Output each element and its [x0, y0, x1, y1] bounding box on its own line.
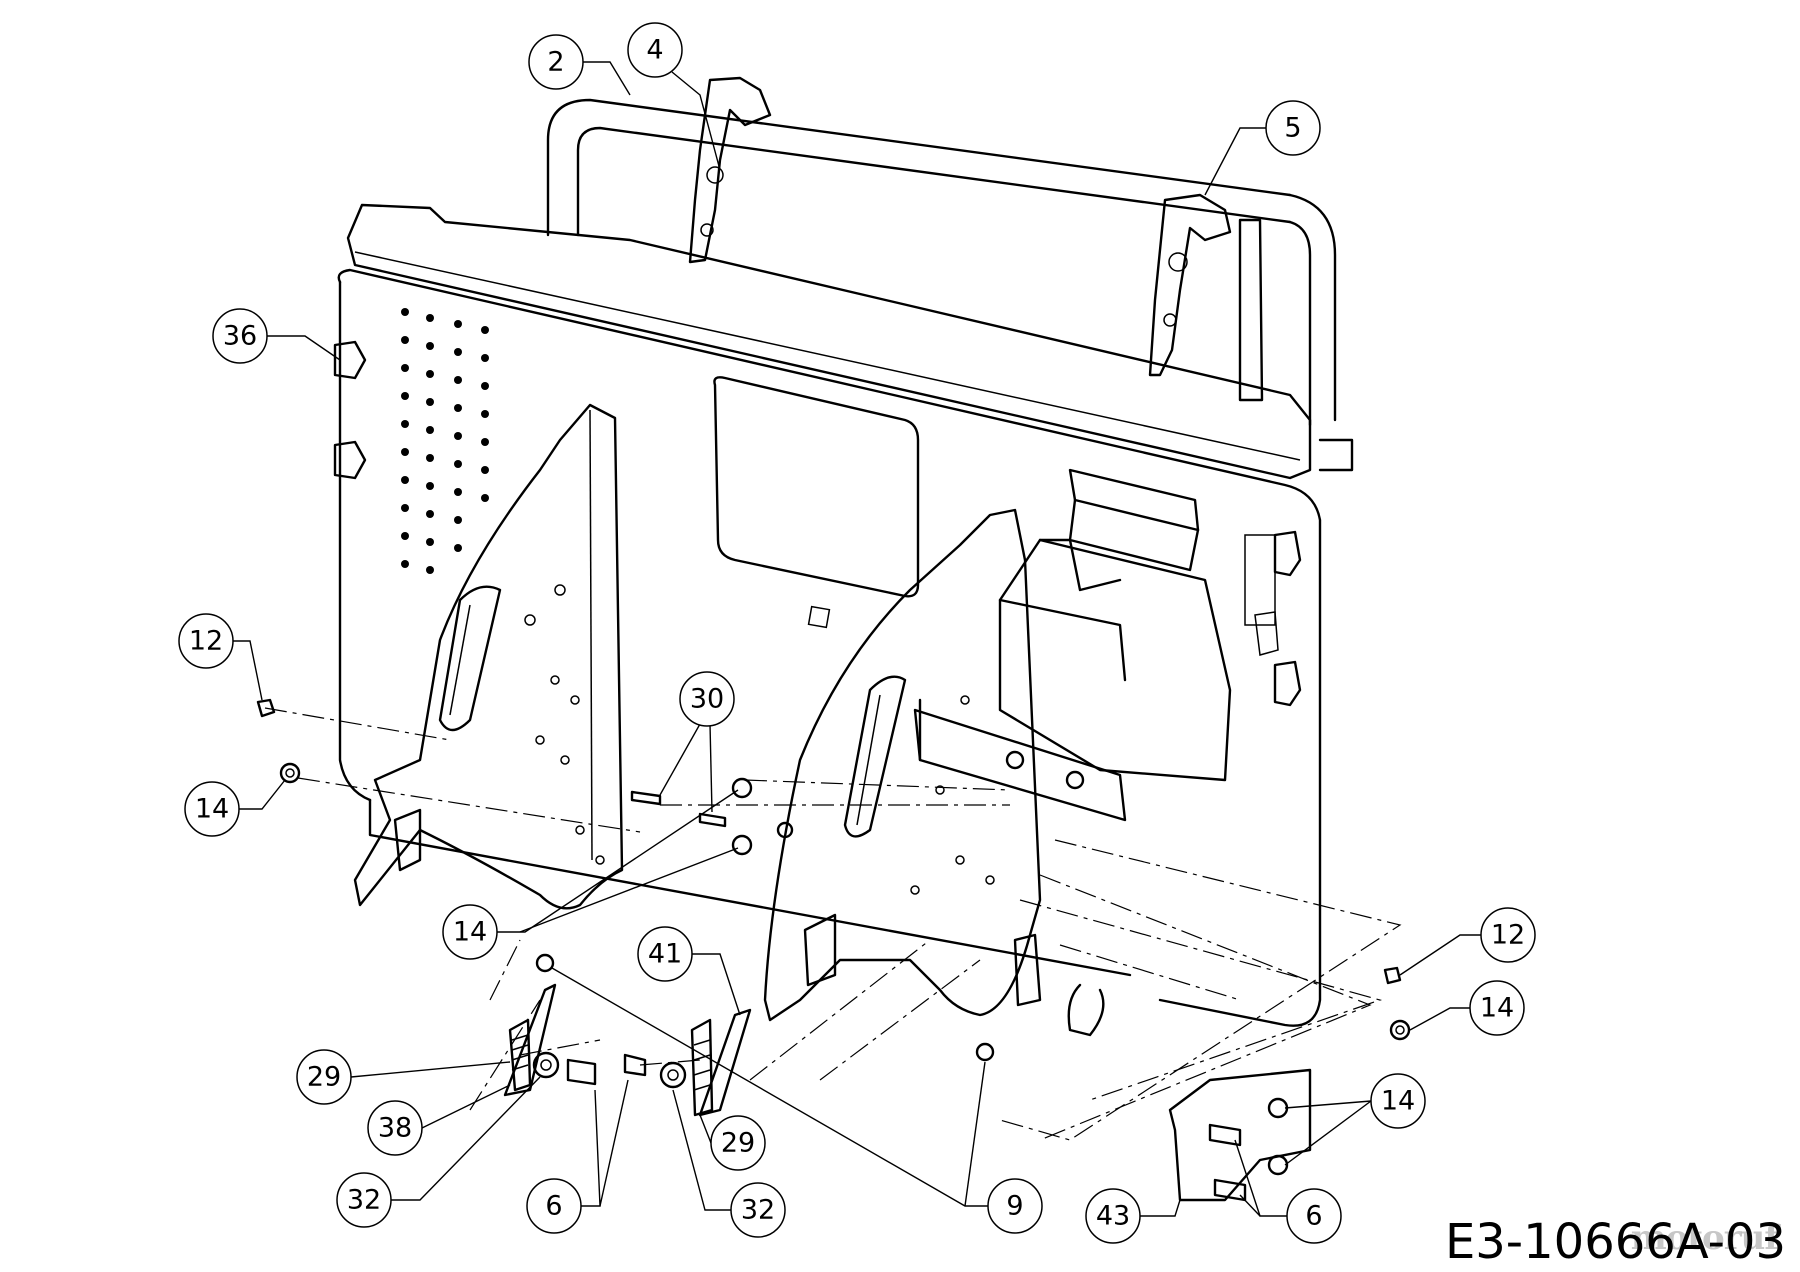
callout-label: 9	[1006, 1191, 1023, 1222]
callout-label: 14	[1480, 993, 1514, 1024]
callout-label: 14	[195, 794, 229, 825]
callout-circle	[1265, 100, 1321, 156]
callout-c-5: 5	[1265, 100, 1321, 156]
perforation-holes	[401, 308, 489, 574]
callout-label: 30	[690, 684, 724, 715]
callout-label: 6	[545, 1191, 562, 1222]
callout-circle	[730, 1182, 786, 1238]
callout-c-6-left: 6	[526, 1178, 582, 1234]
callout-c-32-right: 32	[730, 1182, 786, 1238]
callout-circle	[1370, 1073, 1426, 1129]
callout-c-29-right: 29	[710, 1115, 766, 1171]
callout-c-41: 41	[637, 926, 693, 982]
callout-c-2: 2	[528, 34, 584, 90]
callout-circle	[178, 613, 234, 669]
callout-c-4: 4	[627, 22, 683, 78]
callout-c-12-right: 12	[1480, 907, 1536, 963]
callout-label: 29	[307, 1062, 341, 1093]
callout-circle	[637, 926, 693, 982]
leader-lines	[233, 61, 1481, 1217]
callout-c-30: 30	[679, 671, 735, 727]
callout-circle	[710, 1115, 766, 1171]
hinge-bracket-right	[1148, 193, 1264, 402]
callout-circle	[627, 22, 683, 78]
callout-circle	[679, 671, 735, 727]
callout-c-12-left: 12	[178, 613, 234, 669]
callout-circle	[367, 1100, 423, 1156]
callout-circle	[1480, 907, 1536, 963]
callout-circle	[1469, 980, 1525, 1036]
callout-c-6-right: 6	[1286, 1188, 1342, 1244]
side-plate-left	[353, 403, 624, 910]
callout-circle	[528, 34, 584, 90]
callout-circle	[1286, 1188, 1342, 1244]
callout-label: 5	[1284, 113, 1301, 144]
callout-c-43: 43	[1085, 1188, 1141, 1244]
callout-c-14-right: 14	[1469, 980, 1525, 1036]
callout-circle	[1085, 1188, 1141, 1244]
callout-c-14-lower: 14	[1370, 1073, 1426, 1129]
hardware-parts	[256, 698, 1411, 1202]
seat-frame	[333, 203, 1322, 1037]
callout-c-9: 9	[987, 1178, 1043, 1234]
callout-label: 41	[648, 939, 682, 970]
watermark: motoruf	[1630, 1218, 1779, 1258]
callout-circle	[526, 1178, 582, 1234]
callout-label: 36	[223, 321, 257, 352]
callout-label: 4	[646, 35, 663, 66]
callout-circle	[336, 1172, 392, 1228]
callout-label: 43	[1096, 1201, 1130, 1232]
callout-label: 14	[1381, 1086, 1415, 1117]
callout-label: 32	[741, 1195, 775, 1226]
hinge-bracket-left	[688, 76, 772, 264]
switch-housing	[913, 468, 1232, 822]
callout-c-14-left: 14	[184, 781, 240, 837]
callout-c-36: 36	[212, 308, 268, 364]
side-plate-right	[763, 508, 1042, 1022]
callout-circle	[987, 1178, 1043, 1234]
callout-circle	[212, 308, 268, 364]
callout-c-32-left: 32	[336, 1172, 392, 1228]
callout-label: 32	[347, 1185, 381, 1216]
callout-label: 29	[721, 1128, 755, 1159]
callout-label: 14	[453, 917, 487, 948]
callout-c-38: 38	[367, 1100, 423, 1156]
callout-circle	[442, 904, 498, 960]
callout-label: 12	[189, 626, 223, 657]
callout-label: 12	[1491, 920, 1525, 951]
callout-c-29-left: 29	[296, 1049, 352, 1105]
diagram-code: E3-10666A-03	[1444, 1214, 1786, 1270]
handle-bar	[546, 98, 1354, 472]
callout-label: 38	[378, 1113, 412, 1144]
callout-c-14-mid: 14	[442, 904, 498, 960]
callout-circle	[184, 781, 240, 837]
callout-group: 2 4 5 36 12 14 30 14 41 12 14 29 38 29 14 32 6 32 9 43 6	[178, 22, 1536, 1244]
callout-label: 2	[547, 47, 564, 78]
assembly-lines	[264, 707, 1402, 1141]
callout-label: 6	[1305, 1201, 1322, 1232]
callout-circle	[296, 1049, 352, 1105]
